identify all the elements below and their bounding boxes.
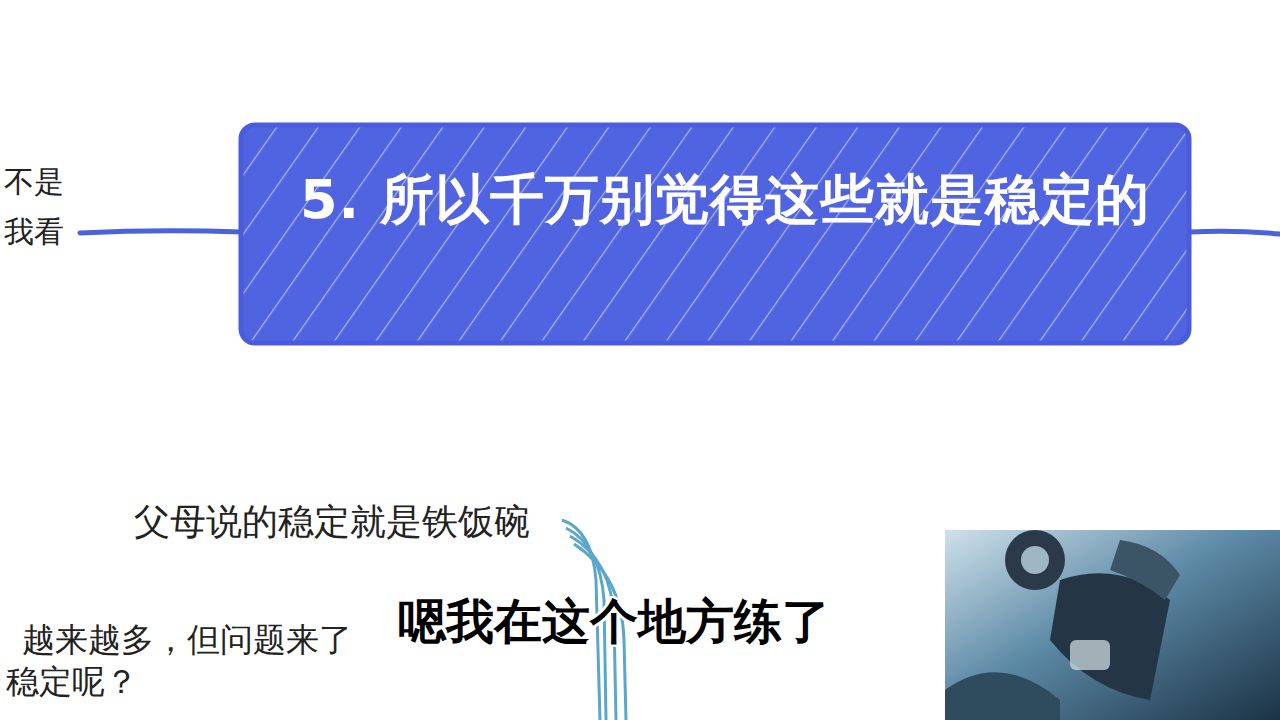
topic-box: 5. 所以千万别觉得这些就是稳定的: [238, 122, 1192, 346]
box-shape: [238, 122, 1192, 346]
branch-text: 不是: [4, 162, 64, 203]
branch-text: 越来越多，但问题来了: [22, 618, 352, 663]
topic-text: 5. 所以千万别觉得这些就是稳定的: [300, 164, 1150, 236]
branch-text: 父母说的稳定就是铁饭碗: [134, 498, 530, 547]
branch-text: 我看: [4, 212, 64, 253]
video-subtitle: 嗯我在这个地方练了: [398, 590, 830, 654]
branch-text: 稳定呢？: [6, 660, 138, 705]
